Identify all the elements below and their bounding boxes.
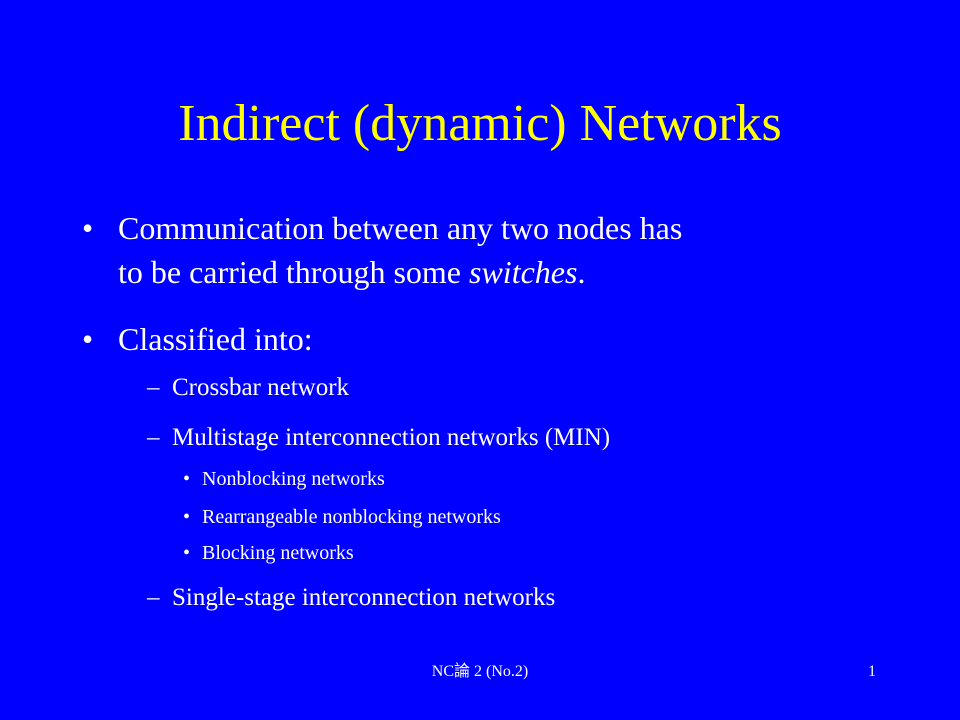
subitem-marker: – bbox=[147, 584, 160, 611]
subsubitem-text: Blocking networks bbox=[202, 542, 354, 564]
subsubitem-text: Rearrangeable nonblocking networks bbox=[202, 506, 501, 528]
subsubitem-blocking: • Blocking networks bbox=[183, 540, 354, 566]
bullet-text-line1: Communication between any two nodes has bbox=[118, 210, 683, 246]
page-number: 1 bbox=[868, 663, 876, 680]
bullet-text-line2: to be carried through some bbox=[118, 254, 469, 290]
bullet-classified: • Classified into: bbox=[82, 317, 882, 361]
subsubitem-marker: • bbox=[183, 542, 191, 564]
subitem-marker: – bbox=[147, 374, 160, 401]
subitem-text: Single-stage interconnection networks bbox=[172, 584, 556, 611]
subsubitem-marker: • bbox=[183, 468, 191, 490]
subsubitem-text: Nonblocking networks bbox=[202, 468, 385, 490]
bullet-marker: • bbox=[82, 321, 94, 357]
subsubitem-marker: • bbox=[183, 506, 191, 528]
subitem-crossbar: – Crossbar network bbox=[147, 372, 349, 404]
bullet-text: Communication between any two nodes has … bbox=[118, 206, 882, 294]
slide-title: Indirect (dynamic) Networks bbox=[178, 95, 782, 152]
subitem-text: Crossbar network bbox=[172, 374, 350, 401]
subitem-min: – Multistage interconnection networks (M… bbox=[147, 422, 610, 454]
bullet-text-period: . bbox=[577, 254, 586, 290]
footer-label: NC論 2 (No.2) bbox=[431, 663, 529, 680]
bullet-emphasis-switches: switches bbox=[469, 254, 578, 290]
subitem-marker: – bbox=[147, 424, 160, 451]
bullet-marker: • bbox=[82, 210, 94, 246]
bullet-text: Classified into: bbox=[118, 321, 313, 357]
subsubitem-rearrangeable: • Rearrangeable nonblocking networks bbox=[183, 504, 501, 530]
bullet-communication: • Communication between any two nodes ha… bbox=[82, 206, 882, 294]
subitem-text: Multistage interconnection networks (MIN… bbox=[172, 424, 611, 451]
subsubitem-nonblocking: • Nonblocking networks bbox=[183, 466, 385, 492]
subitem-single-stage: – Single-stage interconnection networks bbox=[147, 582, 555, 614]
